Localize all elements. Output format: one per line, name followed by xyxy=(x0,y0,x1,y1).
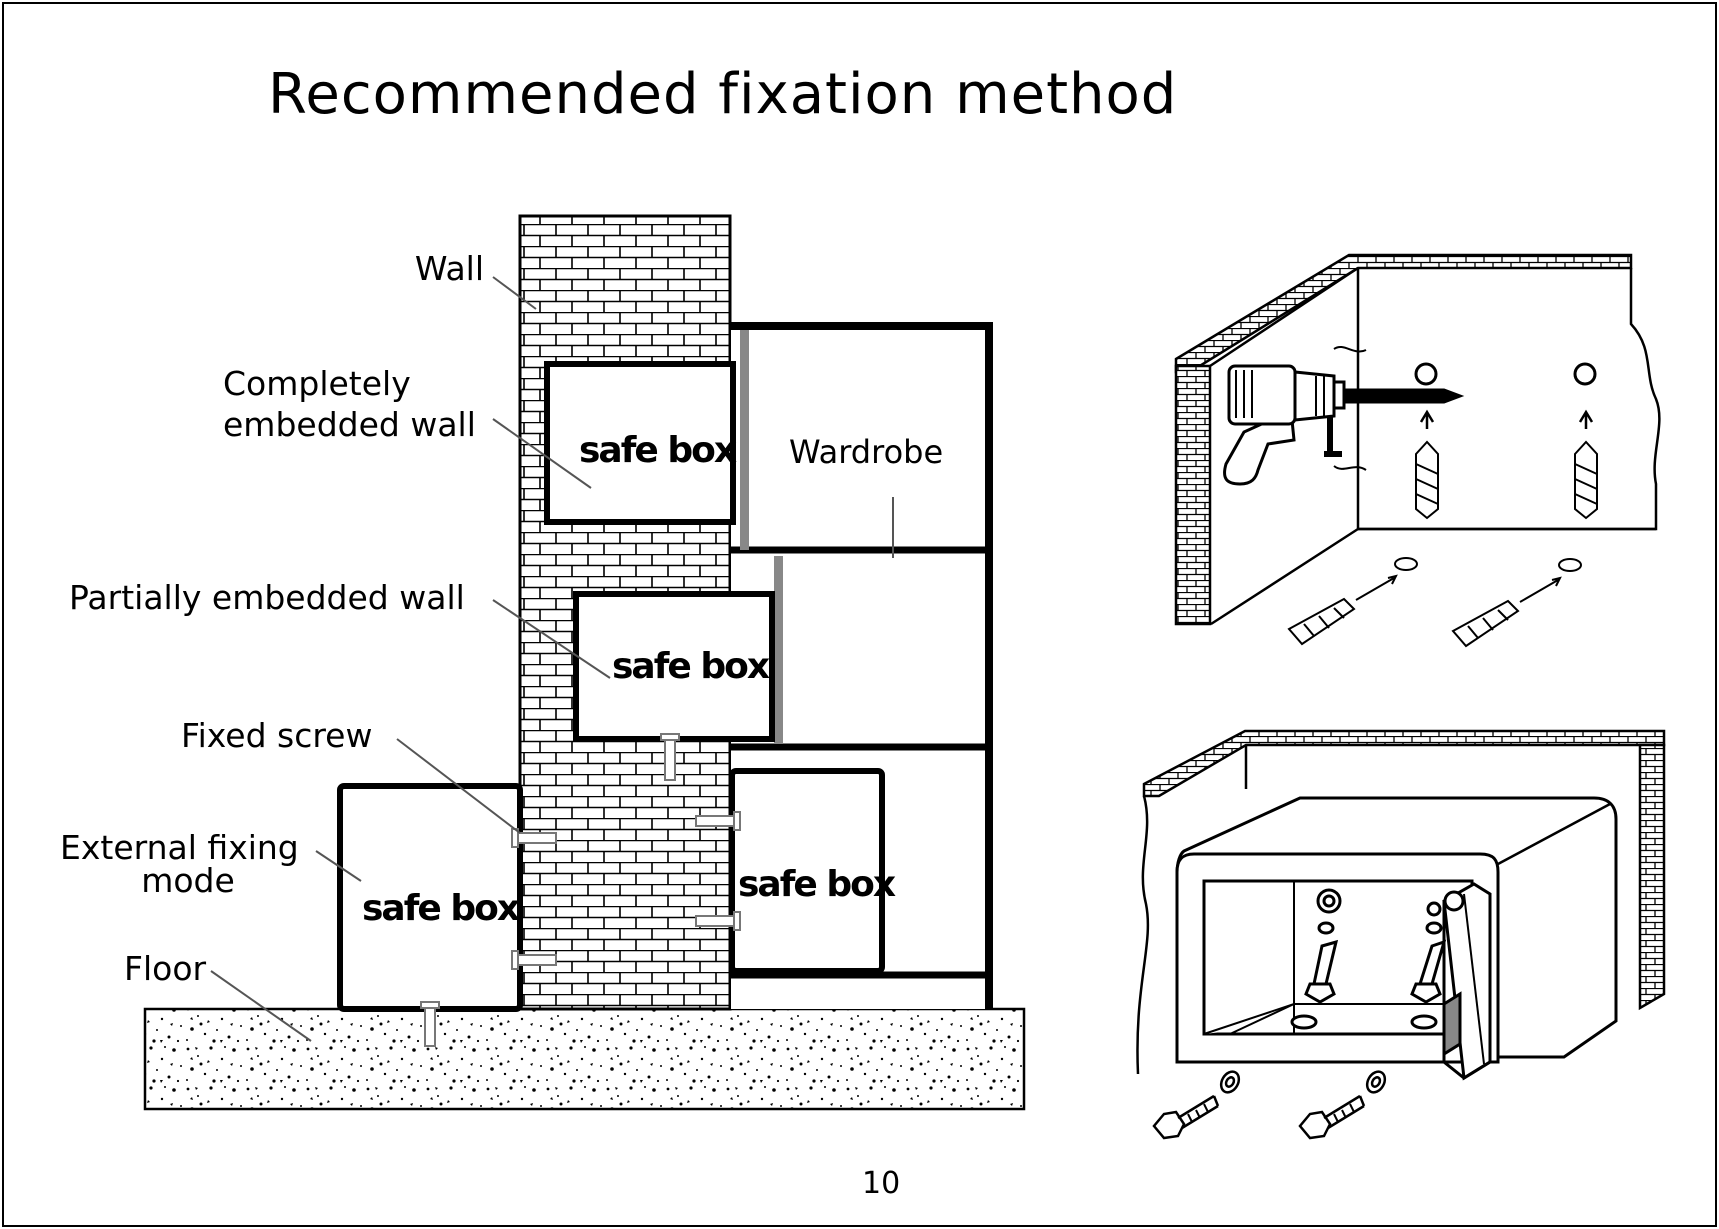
label-completely-line1: Completely xyxy=(223,364,411,403)
label-wardrobe: Wardrobe xyxy=(789,433,944,471)
fixed-screws xyxy=(420,733,741,1047)
mounting-wall-side xyxy=(1638,743,1666,1011)
mounting-illustration xyxy=(1136,729,1666,1140)
drilled-hole-icon xyxy=(1573,362,1597,386)
leader-fixed-screw xyxy=(396,738,521,834)
completely-embedded-safe-box xyxy=(544,361,736,525)
screw-external-lower xyxy=(511,950,557,970)
drill-icon xyxy=(1223,346,1465,486)
mounting-wall-top xyxy=(1142,729,1666,798)
partially-embedded-safe-box xyxy=(573,591,775,742)
anchor-plug-icon xyxy=(1574,409,1598,520)
leader-external xyxy=(315,850,362,882)
screw-wardrobe-lower xyxy=(695,911,741,931)
screw-wardrobe-upper xyxy=(695,811,741,831)
label-external-line1: External fixing xyxy=(60,828,299,867)
leader-partially xyxy=(492,599,611,679)
leader-floor xyxy=(210,970,312,1042)
drilled-hole-icon xyxy=(1414,362,1438,386)
safe-box-label-wardrobe: safe box xyxy=(738,864,896,905)
anchor-plug-icon xyxy=(1451,558,1582,648)
safe-box-label-completely: safe box xyxy=(579,430,737,471)
leader-lines xyxy=(210,276,894,1042)
anchor-plug-icon xyxy=(1287,557,1418,646)
wardrobe-safe-box xyxy=(729,768,885,974)
leader-completely xyxy=(492,418,592,489)
label-external-line2: mode xyxy=(141,861,235,900)
drilling-illustration xyxy=(1174,253,1661,648)
screw-partial-bottom xyxy=(660,733,680,781)
safe-box-label-external: safe box xyxy=(362,888,520,929)
label-partially: Partially embedded wall xyxy=(69,578,465,617)
page-number: 10 xyxy=(862,1166,901,1201)
safe-box-label-partially: safe box xyxy=(612,646,770,687)
wall-side-edge xyxy=(1174,364,1212,626)
bolt-washer-icon xyxy=(1152,1070,1241,1140)
leader-wall xyxy=(492,276,537,310)
label-floor: Floor xyxy=(124,949,207,988)
label-fixed-screw: Fixed screw xyxy=(181,716,373,755)
safe-body-icon xyxy=(1175,796,1618,1081)
installation-diagram xyxy=(143,214,1666,1140)
label-wall: Wall xyxy=(414,249,484,288)
bolt-washer-icon xyxy=(1298,1070,1387,1140)
floor-slab xyxy=(143,1007,1026,1111)
screw-floor xyxy=(420,1001,440,1047)
label-completely-line2: embedded wall xyxy=(223,405,476,444)
page-title: Recommended fixation method xyxy=(268,62,1178,127)
anchor-plug-icon xyxy=(1415,409,1439,520)
